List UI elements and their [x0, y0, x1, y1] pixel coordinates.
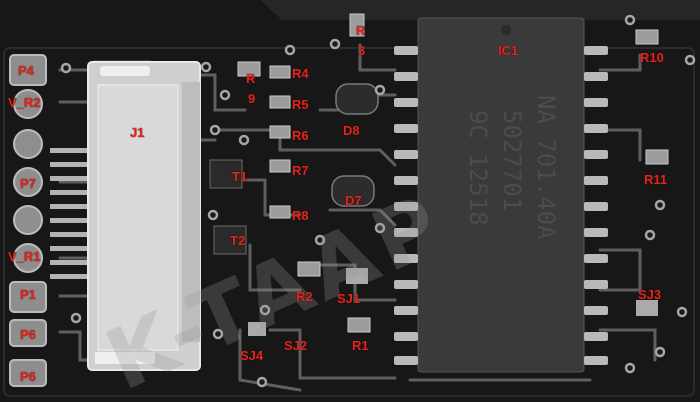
ic1-marking-line2: 5027701: [498, 110, 526, 212]
diode-label-d7: D7: [345, 193, 362, 208]
ic-label-ic1: IC1: [498, 43, 519, 58]
transistor-label-t2: T2: [230, 233, 246, 248]
resistor-label-r6: R6: [292, 128, 309, 143]
connector-label-j1: J1: [130, 125, 145, 140]
pad-label-p6-bottom: P6: [20, 369, 36, 384]
resistor-label-r3-bottom: 3: [358, 43, 366, 58]
resistor-label-r9-bottom: 9: [248, 91, 256, 106]
jumper-label-sj4: SJ4: [240, 348, 264, 363]
jumper-label-sj3: SJ3: [638, 287, 662, 302]
pad-label-p7: P7: [20, 176, 36, 191]
diode-label-d8: D8: [343, 123, 360, 138]
pad-label-p6-top: P6: [20, 327, 36, 342]
resistor-label-r11: R11: [644, 172, 668, 187]
resistor-label-r1: R1: [352, 338, 369, 353]
pad-label-v-r2: V_R2: [8, 95, 41, 110]
ic1-marking-line1: NA 701.40A: [532, 95, 560, 240]
resistor-label-r3-top: R: [356, 23, 366, 38]
pad-label-v-r1: V_R1: [8, 249, 41, 264]
resistor-label-r10: R10: [640, 50, 664, 65]
resistor-label-r5: R5: [292, 97, 309, 112]
resistor-label-r9-top: R: [246, 71, 256, 86]
jumper-label-sj1: SJ1: [337, 291, 361, 306]
jumper-label-sj2: SJ2: [284, 338, 308, 353]
resistor-label-r7: R7: [292, 163, 309, 178]
transistor-label-t1: T1: [232, 169, 248, 184]
resistor-label-r2: R2: [296, 289, 313, 304]
pad-label-p1: P1: [20, 287, 36, 302]
pad-label-p4: P4: [18, 63, 34, 78]
resistor-label-r8: R8: [292, 208, 309, 223]
resistor-label-r4: R4: [292, 66, 309, 81]
ic1-marking-line3: 9C 12518: [464, 110, 492, 226]
